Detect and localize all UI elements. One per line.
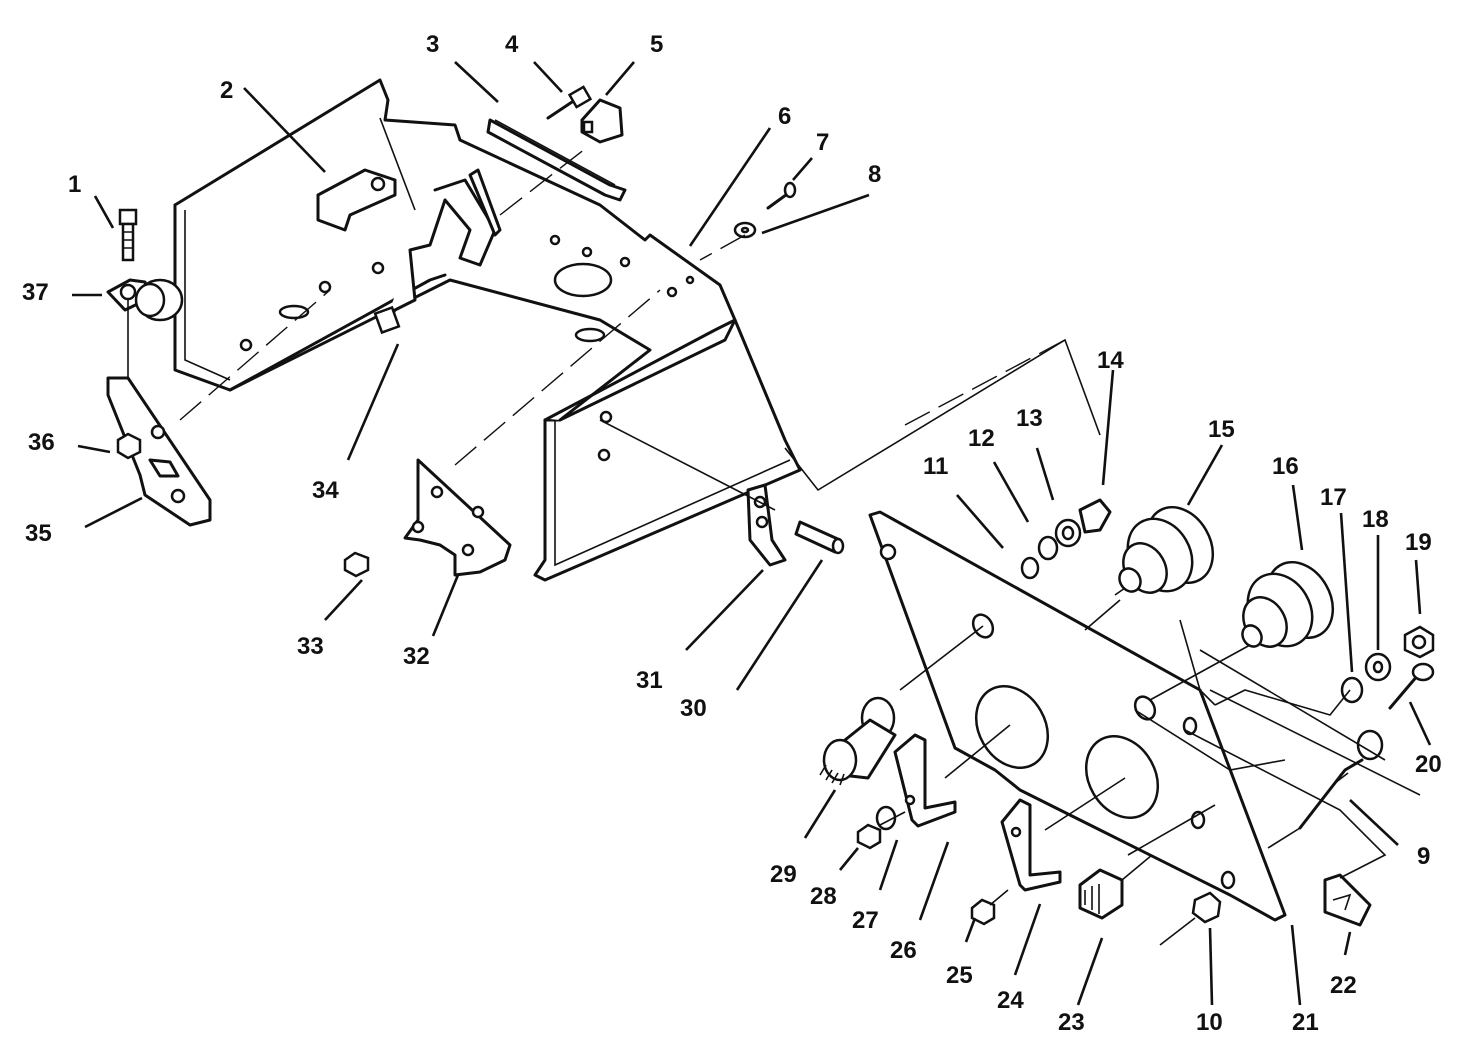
callout-5: 5: [650, 31, 663, 58]
clip-part-2: [316, 168, 397, 232]
callout-32: 32: [403, 643, 430, 670]
rail-part-3: [486, 118, 627, 202]
callout-24: 24: [997, 987, 1024, 1014]
callout-13: 13: [1016, 405, 1043, 432]
key-switch-part-29: [819, 696, 897, 786]
callout-7: 7: [816, 129, 829, 156]
callout-17: 17: [1320, 484, 1347, 511]
callout-19: 19: [1405, 529, 1432, 556]
nut-part-28: [856, 823, 882, 850]
washer-part-18: [1364, 652, 1392, 682]
callout-16: 16: [1272, 453, 1299, 480]
callout-8: 8: [868, 161, 881, 188]
callout-18: 18: [1362, 506, 1389, 533]
callout-labels: 1 2 3 4 5 6 7 8 9 10 11 12 13 14 15 16 1…: [22, 31, 1442, 1036]
callout-1: 1: [68, 171, 81, 198]
callout-14: 14: [1097, 347, 1124, 374]
callout-21: 21: [1292, 1009, 1319, 1036]
callout-15: 15: [1208, 416, 1235, 443]
nut-part-36: [116, 432, 142, 460]
callout-34: 34: [312, 477, 339, 504]
angle-bracket-part-32: [403, 458, 512, 577]
bracket-part-22: [1323, 873, 1372, 927]
callout-22: 22: [1330, 972, 1357, 999]
clamp-part-31: [746, 483, 787, 567]
washer-part-12: [1037, 535, 1059, 561]
gauge-part-16: [1241, 561, 1335, 648]
washer-part-8: [733, 221, 757, 239]
callout-20: 20: [1415, 751, 1442, 778]
callout-33: 33: [297, 633, 324, 660]
callout-36: 36: [28, 429, 55, 456]
toggle-switch-part-23: [1078, 854, 1153, 920]
callout-35: 35: [25, 520, 52, 547]
nut-part-25: [970, 898, 996, 926]
callout-9: 9: [1417, 843, 1430, 870]
callout-30: 30: [680, 695, 707, 722]
callout-3: 3: [426, 31, 439, 58]
washer-part-11: [1020, 556, 1040, 580]
callout-6: 6: [778, 103, 791, 130]
switch-part-14: [1078, 498, 1112, 534]
callout-25: 25: [946, 962, 973, 989]
nut-part-33: [343, 551, 370, 578]
callout-29: 29: [770, 861, 797, 888]
support-bracket: [173, 78, 802, 582]
callout-26: 26: [890, 937, 917, 964]
bracket-part-24: [1000, 798, 1062, 892]
callout-12: 12: [968, 425, 995, 452]
callout-4: 4: [505, 31, 519, 58]
callout-37: 37: [22, 279, 49, 306]
clamp-part-37: [106, 278, 184, 322]
screw-part-10: [1159, 891, 1222, 946]
callout-2: 2: [220, 77, 233, 104]
leader-lines: [72, 61, 1432, 1006]
callout-23: 23: [1058, 1009, 1085, 1036]
plate-part-35: [106, 376, 212, 527]
screw-part-7: [766, 181, 797, 210]
callout-10: 10: [1196, 1009, 1223, 1036]
gauge-part-15: [1114, 506, 1215, 596]
latch-lever-part-34: [373, 168, 502, 335]
pin-part-30: [794, 520, 845, 555]
callout-28: 28: [810, 883, 837, 910]
callout-27: 27: [852, 907, 879, 934]
instrument-panel-part-21: [868, 510, 1287, 922]
callout-11: 11: [923, 453, 948, 480]
knob-part-5: [580, 98, 624, 144]
nut-part-19: [1403, 625, 1435, 659]
assembly-lines: [127, 117, 1421, 906]
screw-part-20: [1388, 662, 1435, 710]
washer-part-17: [1340, 676, 1364, 704]
bracket-part-26: [893, 733, 957, 828]
nut-part-13: [1054, 518, 1082, 548]
callout-31: 31: [636, 667, 663, 694]
bolt-part-1: [118, 208, 138, 262]
bolt-part-4: [546, 85, 593, 120]
